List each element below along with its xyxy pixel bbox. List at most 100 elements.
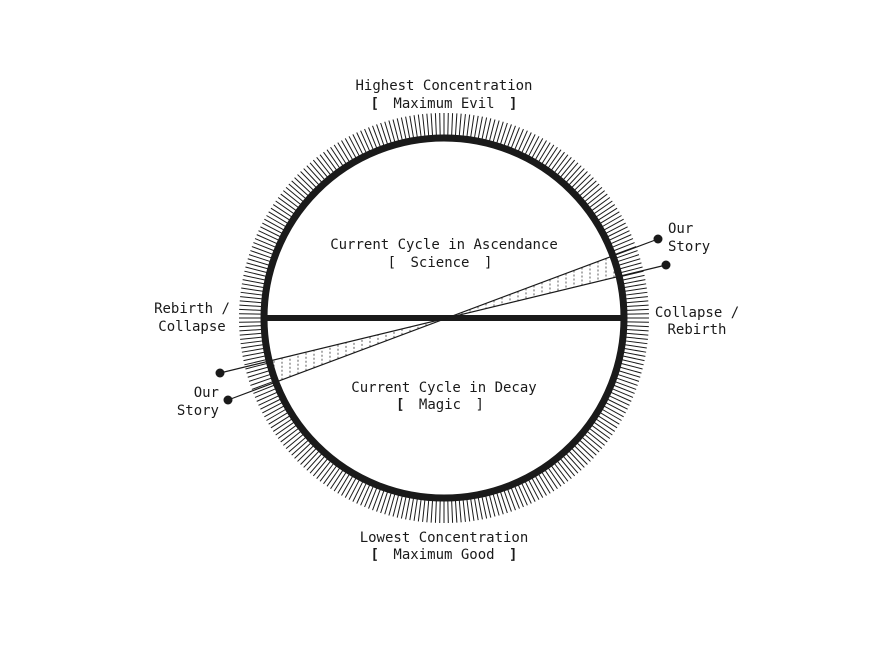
ring-tick	[243, 280, 265, 284]
ring-tick	[532, 138, 543, 157]
ring-tick	[471, 499, 474, 521]
ring-tick	[616, 382, 637, 390]
top-bracket-close: ]	[509, 96, 517, 112]
ring-tick	[250, 378, 271, 385]
ring-tick	[435, 113, 436, 135]
story-right-label-line1: Our	[668, 221, 693, 237]
ring-tick	[625, 345, 647, 348]
bottom-label-line1: Lowest Concentration	[360, 530, 529, 546]
ring-tick	[252, 247, 273, 255]
ring-tick	[241, 292, 263, 295]
ring-tick	[418, 115, 421, 137]
ring-tick	[357, 133, 366, 153]
ring-tick	[435, 501, 436, 523]
ring-tick	[613, 389, 633, 398]
ring-tick	[252, 382, 273, 390]
ring-tick	[243, 356, 265, 361]
ring-tick	[431, 113, 432, 135]
ring-tick	[260, 227, 280, 237]
ring-tick	[243, 352, 265, 356]
left-label-line2: Collapse	[158, 319, 225, 335]
ring-tick	[522, 484, 531, 504]
ring-tick	[611, 235, 631, 244]
ring-tick	[602, 410, 621, 421]
lower-bracket-close: ]	[476, 397, 484, 413]
ring-tick	[240, 297, 262, 299]
ring-tick	[610, 231, 630, 240]
ring-tick	[459, 500, 461, 522]
ring-tick	[239, 309, 261, 310]
ring-tick	[353, 134, 363, 154]
story-dot-upper-left	[216, 369, 225, 378]
ring-tick	[608, 227, 628, 237]
ring-tick	[410, 116, 414, 138]
ring-tick	[373, 490, 381, 511]
ring-tick	[536, 476, 547, 495]
ring-tick	[345, 138, 356, 157]
ring-tick	[361, 131, 370, 151]
ring-tick	[613, 239, 633, 248]
ring-tick	[414, 115, 417, 137]
ring-tick	[504, 124, 511, 145]
ring-tick	[455, 501, 456, 523]
ring-tick	[482, 497, 487, 519]
ring-tick	[255, 239, 275, 248]
upper-half-label-line1: Current Cycle in Ascendance	[330, 237, 558, 253]
ring-tick	[239, 305, 261, 306]
ring-tick	[361, 485, 370, 505]
ring-tick	[269, 212, 288, 223]
ring-tick	[373, 126, 381, 147]
upper-half-label-line2: [ Science ]	[388, 255, 493, 271]
ring-tick	[264, 219, 283, 230]
lower-half-label-line2: [ Magic ]	[396, 397, 484, 413]
bottom-label-line2: [ Maximum Good ]	[371, 547, 518, 563]
ring-tick	[259, 231, 279, 240]
ring-tick	[522, 133, 531, 153]
ring-tick	[604, 219, 623, 230]
ring-tick	[365, 487, 374, 507]
bottom-label-text: Maximum Good	[393, 547, 494, 563]
ring-tick	[467, 115, 470, 137]
ring-tick	[255, 389, 275, 398]
ring-tick	[257, 392, 277, 401]
ring-tick	[627, 305, 649, 306]
ring-tick	[250, 251, 271, 258]
ring-tick	[349, 136, 359, 155]
ring-tick	[353, 482, 363, 502]
ring-tick	[508, 126, 516, 147]
ring-tick	[616, 247, 637, 255]
ring-tick	[626, 297, 648, 299]
ring-tick	[260, 399, 280, 409]
ring-tick	[253, 243, 273, 251]
ring-tick	[369, 488, 377, 508]
ring-tick	[508, 490, 516, 511]
ring-tick	[257, 235, 277, 244]
ring-tick	[626, 341, 648, 344]
ring-tick	[478, 498, 482, 520]
ring-tick	[377, 491, 384, 512]
ring-tick	[604, 406, 623, 417]
ring-tick	[601, 212, 620, 223]
right-label-line1: Collapse /	[655, 305, 739, 321]
ring-tick	[262, 223, 281, 233]
ring-tick	[342, 140, 353, 159]
ring-tick	[525, 482, 535, 502]
story-dot-lower-left	[224, 396, 233, 405]
top-bracket-open: [	[371, 96, 379, 112]
ring-tick	[624, 349, 646, 353]
ring-tick	[529, 480, 539, 499]
ring-tick	[266, 216, 285, 227]
upper-half-label-text: Science	[410, 255, 469, 271]
ring-tick	[463, 500, 465, 522]
ring-tick	[241, 341, 263, 344]
ring-tick	[406, 117, 410, 139]
ring-tick	[617, 251, 638, 258]
ring-tick	[406, 498, 410, 520]
ring-tick	[610, 396, 630, 405]
ring-tick	[626, 337, 648, 339]
ring-tick	[515, 487, 524, 507]
ring-tick	[518, 131, 527, 151]
ring-tick	[467, 500, 470, 522]
